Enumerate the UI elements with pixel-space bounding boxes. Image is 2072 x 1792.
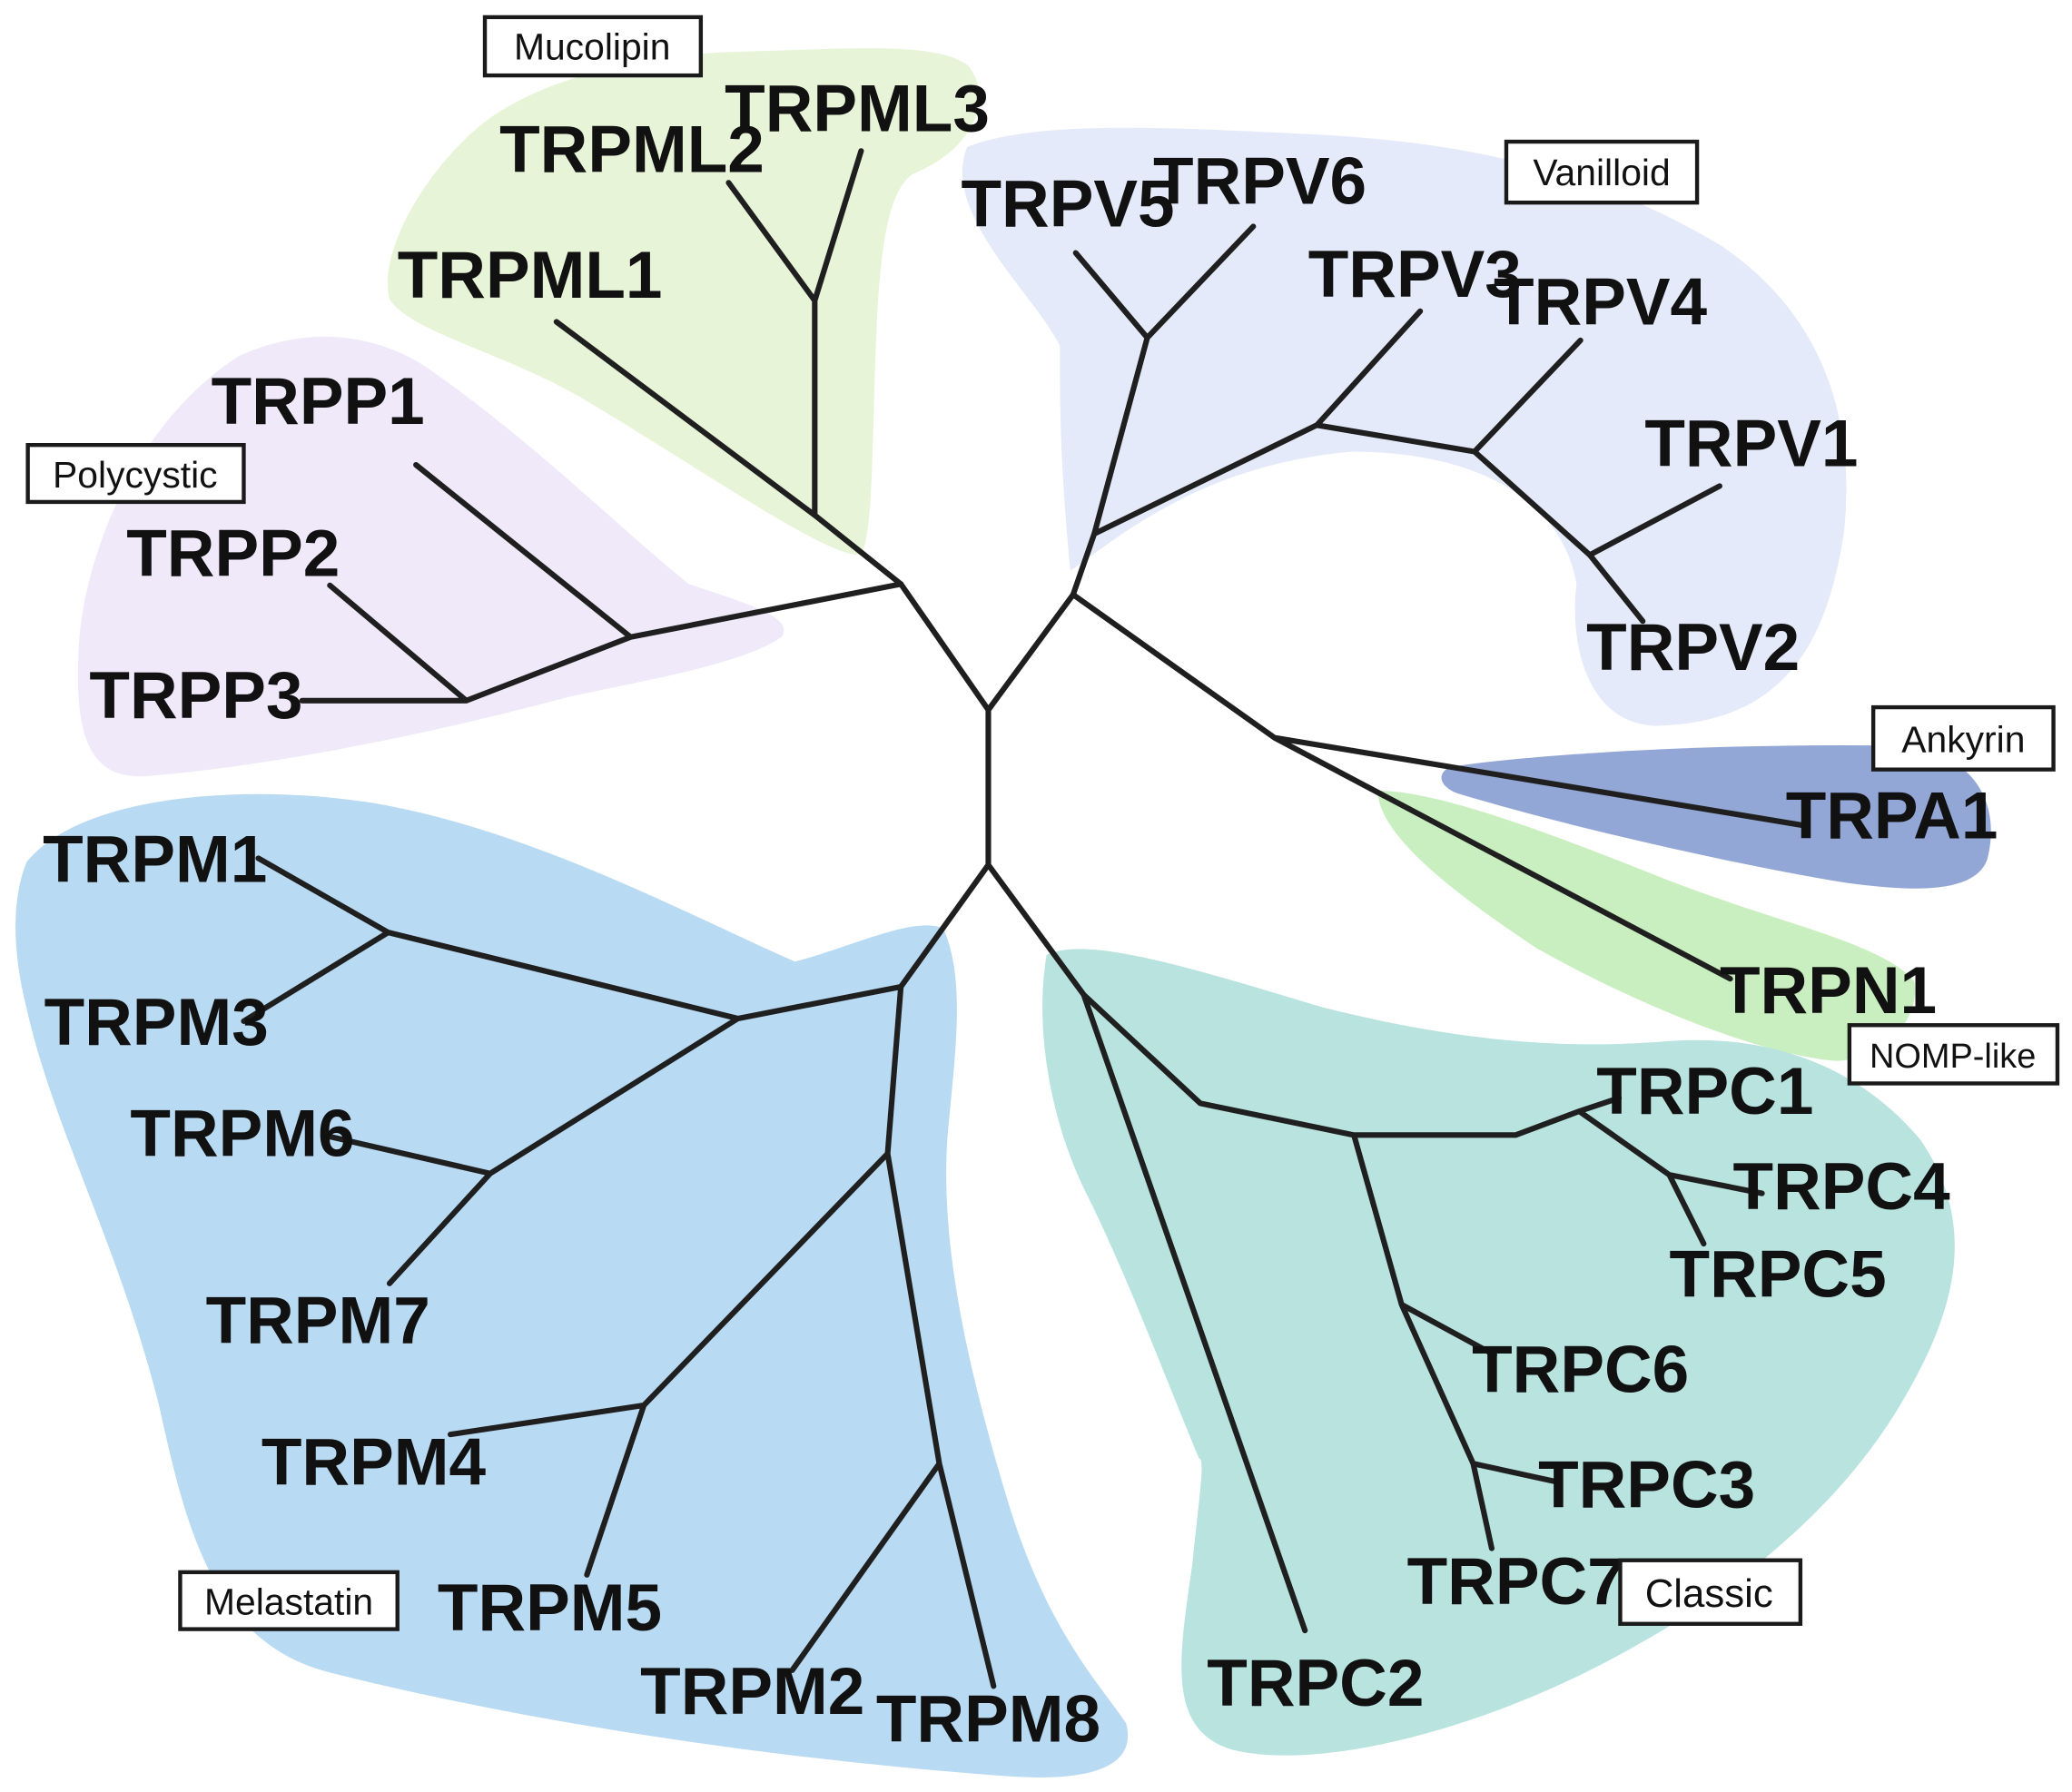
tree-branches xyxy=(241,148,1805,1689)
leaf-label: TRPP1 xyxy=(212,365,425,438)
region-polycystic xyxy=(77,336,784,777)
family-label: Polycystic xyxy=(53,454,218,496)
branch-melastatin xyxy=(241,855,997,1689)
leaf-label: TRPV5 xyxy=(961,167,1174,241)
leaf-label: TRPML2 xyxy=(499,113,765,187)
branch-ankyrin-nomp xyxy=(1070,591,1805,982)
leaf-label: TRPC3 xyxy=(1538,1448,1755,1521)
family-label: Classic xyxy=(1645,1571,1773,1616)
family-label: Mucolipin xyxy=(514,26,671,68)
branch-upper-left-clade xyxy=(898,581,992,714)
leaf-label: TRPM6 xyxy=(130,1098,354,1171)
branch-polycystic xyxy=(299,462,904,704)
family-regions xyxy=(15,48,1991,1777)
leaf-label: TRPM1 xyxy=(43,823,267,897)
leaf-label: TRPC5 xyxy=(1670,1237,1887,1311)
leaf-label: TRPV1 xyxy=(1644,408,1858,481)
family-label: Vanilloid xyxy=(1533,152,1670,193)
branch-vanilloid xyxy=(1070,223,1722,625)
region-nomp xyxy=(1377,791,1916,1061)
region-mucolipin xyxy=(387,48,980,556)
leaf-label: TRPN1 xyxy=(1720,954,1937,1028)
leaf-label: TRPM8 xyxy=(876,1683,1100,1757)
leaf-label: TRPC2 xyxy=(1207,1647,1424,1720)
branch-mucolipin xyxy=(553,148,904,587)
region-melastatin xyxy=(15,793,1129,1777)
region-vanilloid xyxy=(962,127,1847,726)
family-box-melastatin: Melastatin xyxy=(178,1570,400,1631)
region-classic xyxy=(1042,949,1955,1756)
family-box-vanilloid: Vanilloid xyxy=(1504,139,1700,205)
family-box-polycystic: Polycystic xyxy=(25,442,246,505)
leaf-label: TRPV2 xyxy=(1586,611,1800,684)
leaf-label: TRPM4 xyxy=(261,1426,487,1500)
family-box-ankyrin: Ankyrin xyxy=(1870,704,2056,772)
leaf-label: TRPML1 xyxy=(398,239,663,312)
family-box-classic: Classic xyxy=(1618,1558,1803,1626)
leaf-label: TRPC6 xyxy=(1472,1333,1689,1406)
family-box-mucolipin: Mucolipin xyxy=(482,15,704,78)
leaf-label: TRPM2 xyxy=(640,1655,864,1728)
leaf-label: TRPML3 xyxy=(725,72,990,145)
family-label: NOMP-like xyxy=(1870,1038,2036,1076)
leaf-label: TRPC7 xyxy=(1407,1545,1624,1619)
leaf-label: TRPA1 xyxy=(1786,780,1998,853)
leaf-label: TRPP3 xyxy=(89,659,302,733)
leaf-label: TRPV4 xyxy=(1494,265,1708,339)
leaf-label: TRPM7 xyxy=(206,1284,430,1357)
leaf-label: TRPV6 xyxy=(1153,145,1367,219)
leaf-label: TRPC4 xyxy=(1733,1150,1951,1224)
family-box-nomp-like: NOMP-like xyxy=(1847,1023,2060,1086)
branch-upper-right-clade xyxy=(985,591,1076,714)
branch-classic xyxy=(985,862,1765,1634)
leaf-labels: TRPML3 TRPML2 TRPML1 TRPV5 TRPV6 TRPV3 T… xyxy=(43,72,1998,1756)
family-labels: Mucolipin Vanilloid Polycystic Ankyrin N… xyxy=(25,15,2060,1631)
leaf-label: TRPV3 xyxy=(1308,238,1522,311)
region-ankyrin xyxy=(1441,744,1991,889)
leaf-label: TRPM3 xyxy=(44,986,269,1059)
family-label: Ankyrin xyxy=(1901,719,2025,761)
leaf-label: TRPP2 xyxy=(126,517,340,591)
leaf-label: TRPC1 xyxy=(1596,1055,1813,1128)
leaf-label: TRPM5 xyxy=(438,1571,662,1645)
family-label: Melastatin xyxy=(204,1581,373,1623)
